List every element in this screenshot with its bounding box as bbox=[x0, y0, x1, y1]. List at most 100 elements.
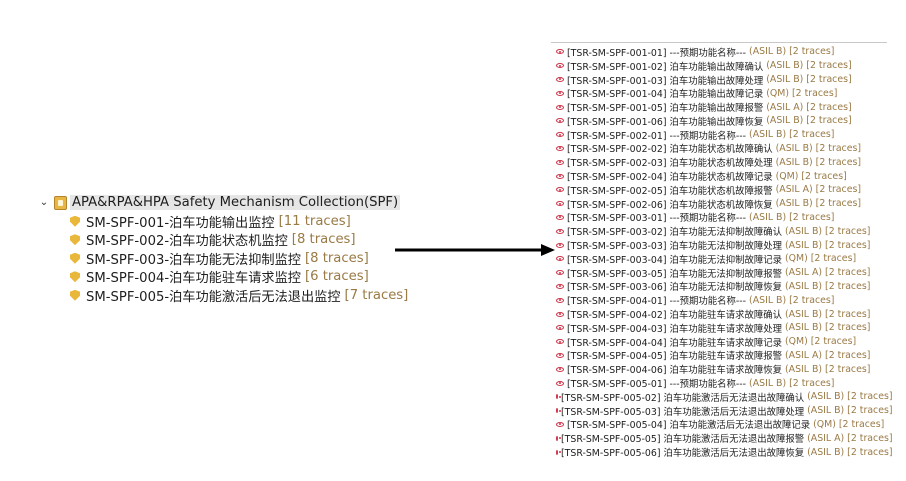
requirement-text: [TSR-SM-SPF-002-03] 泊车功能状态机故障处理 bbox=[567, 158, 773, 170]
requirement-item[interactable]: [TSR-SM-SPF-002-04] 泊车功能状态机故障记录(QM) [2 t… bbox=[551, 169, 887, 183]
shield-icon bbox=[70, 271, 80, 283]
requirement-meta: (ASIL B) [2 traces] bbox=[775, 156, 862, 168]
requirement-icon bbox=[556, 352, 564, 358]
requirement-item[interactable]: [TSR-SM-SPF-003-02] 泊车功能无法抑制故障确认(ASIL B)… bbox=[551, 224, 887, 238]
requirement-item[interactable]: [TSR-SM-SPF-004-03] 泊车功能驻车请求故障处理(ASIL B)… bbox=[551, 321, 887, 335]
requirement-item[interactable]: [TSR-SM-SPF-005-03] 泊车功能激活后无法退出故障处理(ASIL… bbox=[551, 404, 893, 418]
requirement-text: [TSR-SM-SPF-001-02] 泊车功能输出故障确认 bbox=[567, 61, 764, 73]
requirement-item[interactable]: [TSR-SM-SPF-003-06] 泊车功能无法抑制故障恢复(ASIL B)… bbox=[551, 280, 887, 293]
requirement-item[interactable]: [TSR-SM-SPF-001-06] 泊车功能输出故障恢复(ASIL B) [… bbox=[551, 114, 887, 128]
trace-count: [7 traces] bbox=[344, 287, 409, 303]
requirement-icon bbox=[556, 297, 564, 303]
requirement-item[interactable]: [TSR-SM-SPF-005-01] ---预期功能名称---(ASIL B)… bbox=[551, 376, 887, 390]
requirement-text: [TSR-SM-SPF-005-06] 泊车功能激活后无法退出故障恢复 bbox=[561, 448, 805, 460]
safety-mechanism-tree: ⌄ APA&RPA&HPA Safety Mechanism Collectio… bbox=[38, 193, 408, 305]
requirement-text: [TSR-SM-SPF-001-05] 泊车功能输出故障报警 bbox=[567, 103, 764, 115]
requirement-text: [TSR-SM-SPF-001-03] 泊车功能输出故障处理 bbox=[567, 75, 764, 87]
requirement-meta: (QM) [2 traces] bbox=[766, 87, 838, 99]
arrow-right-icon bbox=[395, 244, 555, 256]
tree-item[interactable]: SM-SPF-001-泊车功能输出监控[11 traces] bbox=[70, 212, 408, 231]
requirement-text: [TSR-SM-SPF-005-01] ---预期功能名称--- bbox=[567, 379, 747, 391]
requirement-meta: (ASIL B) [2 traces] bbox=[785, 280, 871, 292]
requirement-item[interactable]: [TSR-SM-SPF-001-04] 泊车功能输出故障记录(QM) [2 tr… bbox=[551, 86, 887, 100]
requirement-meta: (ASIL A) [2 traces] bbox=[807, 432, 893, 444]
tree-item[interactable]: SM-SPF-003-泊车功能无法抑制监控[8 traces] bbox=[70, 249, 408, 268]
collection-icon bbox=[54, 195, 67, 210]
requirement-meta: (QM) [2 traces] bbox=[785, 336, 857, 348]
requirement-icon bbox=[556, 118, 564, 124]
requirement-item[interactable]: [TSR-SM-SPF-002-03] 泊车功能状态机故障处理(ASIL B) … bbox=[551, 155, 887, 169]
requirement-item[interactable]: [TSR-SM-SPF-002-02] 泊车功能状态机故障确认(ASIL B) … bbox=[551, 142, 887, 155]
tree-item[interactable]: SM-SPF-005-泊车功能激活后无法退出监控[7 traces] bbox=[70, 286, 408, 305]
requirement-icon bbox=[556, 380, 564, 386]
shield-icon bbox=[70, 234, 80, 246]
tree-root-item[interactable]: ⌄ APA&RPA&HPA Safety Mechanism Collectio… bbox=[38, 193, 408, 212]
requirement-item[interactable]: [TSR-SM-SPF-002-06] 泊车功能状态机故障恢复(ASIL B) … bbox=[551, 197, 887, 211]
requirement-item[interactable]: [TSR-SM-SPF-001-05] 泊车功能输出故障报警(ASIL A) [… bbox=[551, 100, 887, 114]
requirement-text: [TSR-SM-SPF-004-01] ---预期功能名称--- bbox=[567, 296, 747, 308]
requirement-icon bbox=[556, 132, 564, 138]
requirement-text: [TSR-SM-SPF-003-03] 泊车功能无法抑制故障处理 bbox=[567, 241, 782, 253]
requirement-item[interactable]: [TSR-SM-SPF-003-03] 泊车功能无法抑制故障处理(ASIL B)… bbox=[551, 238, 887, 252]
requirement-item[interactable]: [TSR-SM-SPF-001-02] 泊车功能输出故障确认(ASIL B) [… bbox=[551, 59, 887, 73]
requirement-meta: (ASIL B) [2 traces] bbox=[749, 294, 835, 306]
requirement-icon bbox=[556, 394, 561, 400]
requirement-item[interactable]: [TSR-SM-SPF-004-05] 泊车功能驻车请求故障报警(ASIL A)… bbox=[551, 349, 887, 362]
requirement-icon bbox=[556, 325, 564, 331]
requirement-text: [TSR-SM-SPF-001-06] 泊车功能输出故障恢复 bbox=[567, 116, 764, 128]
requirement-item[interactable]: [TSR-SM-SPF-005-05] 泊车功能激活后无法退出故障报警(ASIL… bbox=[551, 431, 893, 446]
shield-icon bbox=[70, 252, 80, 264]
trace-count: [6 traces] bbox=[304, 269, 369, 285]
requirement-text: [TSR-SM-SPF-004-04] 泊车功能驻车请求故障记录 bbox=[567, 337, 782, 349]
requirement-text: [TSR-SM-SPF-005-05] 泊车功能激活后无法退出故障报警 bbox=[561, 434, 805, 446]
requirement-meta: (ASIL A) [2 traces] bbox=[775, 184, 862, 196]
requirement-item[interactable]: [TSR-SM-SPF-005-02] 泊车功能激活后无法退出故障确认(ASIL… bbox=[551, 390, 893, 404]
requirement-item[interactable]: [TSR-SM-SPF-005-04] 泊车功能激活后无法退出故障记录(QM) … bbox=[551, 418, 887, 432]
requirement-meta: (ASIL B) [2 traces] bbox=[749, 211, 835, 223]
requirement-item[interactable]: [TSR-SM-SPF-001-01] ---预期功能名称---(ASIL B)… bbox=[551, 45, 887, 59]
requirement-meta: (ASIL B) [2 traces] bbox=[766, 73, 852, 85]
requirement-icon bbox=[556, 366, 564, 372]
requirement-icon bbox=[556, 159, 564, 165]
requirement-text: [TSR-SM-SPF-003-05] 泊车功能无法抑制故障报警 bbox=[567, 268, 782, 280]
requirement-text: [TSR-SM-SPF-004-02] 泊车功能驻车请求故障确认 bbox=[567, 310, 782, 322]
tree-item[interactable]: SM-SPF-002-泊车功能状态机监控[8 traces] bbox=[70, 231, 408, 250]
requirement-text: [TSR-SM-SPF-004-06] 泊车功能驻车请求故障恢复 bbox=[567, 365, 782, 377]
requirement-item[interactable]: [TSR-SM-SPF-003-05] 泊车功能无法抑制故障报警(ASIL A)… bbox=[551, 266, 887, 280]
chevron-down-icon[interactable]: ⌄ bbox=[39, 197, 49, 208]
requirement-meta: (ASIL B) [2 traces] bbox=[785, 363, 871, 375]
requirement-item[interactable]: [TSR-SM-SPF-004-02] 泊车功能驻车请求故障确认(ASIL B)… bbox=[551, 307, 887, 321]
requirement-meta: (ASIL B) [2 traces] bbox=[807, 405, 893, 417]
requirement-icon bbox=[556, 339, 564, 345]
requirement-item[interactable]: [TSR-SM-SPF-003-01] ---预期功能名称---(ASIL B)… bbox=[551, 211, 887, 225]
requirement-text: [TSR-SM-SPF-002-05] 泊车功能状态机故障报警 bbox=[567, 185, 773, 197]
requirement-icon bbox=[556, 256, 564, 262]
requirement-item[interactable]: [TSR-SM-SPF-004-04] 泊车功能驻车请求故障记录(QM) [2 … bbox=[551, 335, 887, 349]
requirement-item[interactable]: [TSR-SM-SPF-002-05] 泊车功能状态机故障报警(ASIL A) … bbox=[551, 183, 887, 197]
shield-icon bbox=[70, 289, 80, 301]
tree-item-label: SM-SPF-002-泊车功能状态机监控 bbox=[86, 234, 288, 250]
requirement-icon bbox=[556, 187, 564, 193]
requirement-meta: (ASIL B) [2 traces] bbox=[775, 142, 862, 154]
requirement-text: [TSR-SM-SPF-003-01] ---预期功能名称--- bbox=[567, 213, 747, 225]
tree-item-label: SM-SPF-001-泊车功能输出监控 bbox=[86, 215, 275, 231]
requirement-item[interactable]: [TSR-SM-SPF-004-06] 泊车功能驻车请求故障恢复(ASIL B)… bbox=[551, 362, 887, 376]
requirement-item[interactable]: [TSR-SM-SPF-002-01] ---预期功能名称---(ASIL B)… bbox=[551, 128, 887, 142]
requirement-meta: (ASIL B) [2 traces] bbox=[785, 225, 871, 237]
requirement-meta: (ASIL B) [2 traces] bbox=[775, 198, 862, 210]
tree-item-label: SM-SPF-003-泊车功能无法抑制监控 bbox=[86, 252, 301, 268]
requirement-text: [TSR-SM-SPF-003-02] 泊车功能无法抑制故障确认 bbox=[567, 227, 782, 239]
requirement-icon bbox=[556, 63, 564, 69]
requirement-item[interactable]: [TSR-SM-SPF-003-04] 泊车功能无法抑制故障记录(QM) [2 … bbox=[551, 252, 887, 266]
requirement-item[interactable]: [TSR-SM-SPF-001-03] 泊车功能输出故障处理(ASIL B) [… bbox=[551, 73, 887, 87]
requirement-item[interactable]: [TSR-SM-SPF-005-06] 泊车功能激活后无法退出故障恢复(ASIL… bbox=[551, 445, 893, 460]
requirement-text: [TSR-SM-SPF-005-04] 泊车功能激活后无法退出故障记录 bbox=[567, 420, 811, 432]
trace-count: [8 traces] bbox=[291, 232, 356, 248]
requirement-meta: (ASIL B) [2 traces] bbox=[749, 46, 835, 58]
requirement-meta: (ASIL A) [2 traces] bbox=[766, 101, 852, 113]
requirement-meta: (ASIL B) [2 traces] bbox=[766, 60, 852, 72]
requirement-icon bbox=[556, 311, 564, 317]
tree-item-label: SM-SPF-004-泊车功能驻车请求监控 bbox=[86, 271, 301, 287]
tree-item[interactable]: SM-SPF-004-泊车功能驻车请求监控[6 traces] bbox=[70, 268, 408, 287]
requirement-item[interactable]: [TSR-SM-SPF-004-01] ---预期功能名称---(ASIL B)… bbox=[551, 293, 887, 307]
